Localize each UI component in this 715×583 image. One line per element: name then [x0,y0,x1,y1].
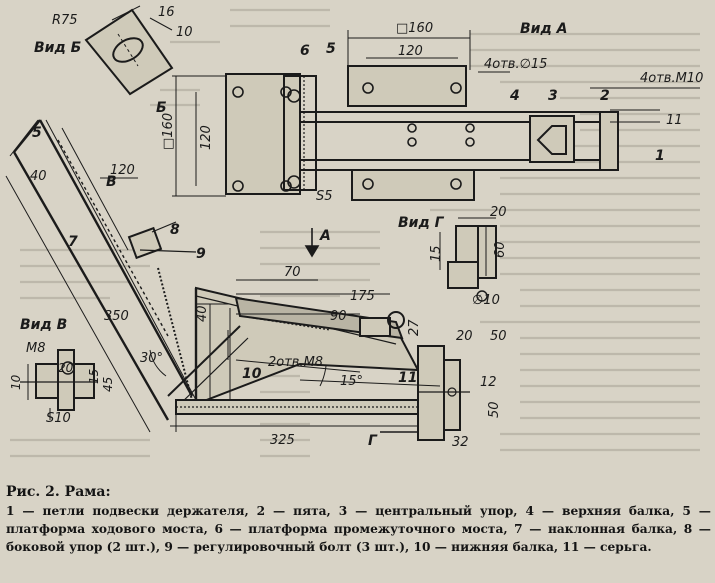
callout-10: 10 [242,366,262,382]
marker-v: В [106,174,117,190]
callout-9: 9 [196,246,206,262]
dim-32: 32 [452,435,469,450]
dim-holes15: 4отв.∅15 [484,57,547,72]
dim-20-g: 20 [490,205,507,220]
figure-legend: 1 — петли подвески держателя, 2 — пята, … [6,504,711,554]
view-b-label: Вид Б [34,40,81,56]
earring-bracket [417,345,470,441]
view-g-detail [439,217,497,302]
marker-a: А [319,228,331,244]
dim-sq160-top: □160 [396,21,433,36]
dim-175: 175 [350,289,375,304]
dim-40-mid: 40 [195,305,210,322]
callout-3: 3 [548,88,558,104]
inclined-beam [5,119,197,433]
dim-12: 12 [480,375,497,390]
dim-r75: R75 [52,13,78,28]
marker-g: Г [368,433,378,449]
dim-30deg: 30° [140,351,163,366]
dim-10-b: 10 [176,25,193,40]
dim-11: 11 [666,113,683,128]
dim-27: 27 [407,319,422,336]
view-v-label: Вид В [20,317,67,333]
dim-50-g2: 50 [487,401,502,418]
labels: Вид Б Вид А Вид Г Вид В А Б В Г 1 2 3 4 … [9,5,703,450]
dim-325: 325 [270,433,295,448]
callout-11: 11 [398,370,417,386]
callout-7: 7 [68,234,78,250]
dim-120-side: 120 [199,125,214,150]
view-v-detail [20,349,98,420]
top-view-a [225,65,619,201]
callout-1: 1 [655,148,665,164]
view-g-label: Вид Г [398,215,445,231]
callout-2: 2 [600,88,610,104]
arrow-a [304,228,320,258]
dim-phi10: ∅10 [472,293,500,308]
dim-m8: М8 [26,341,46,356]
dim-70: 70 [284,265,301,280]
dim-45-v: 45 [101,377,115,392]
figure-caption: Рис. 2. Рама: 1 — петли подвески держате… [6,484,711,556]
dim-16: 16 [158,5,175,20]
dims-view-a [172,30,700,197]
dim-90: 90 [330,309,347,324]
dims-center [149,279,441,387]
marker-b: Б [156,100,167,116]
dim-10-v: 10 [9,374,23,390]
frame-drawing: Вид Б Вид А Вид Г Вид В А Б В Г 1 2 3 4 … [5,5,703,458]
callout-8: 8 [170,222,180,238]
dim-15-v: 15 [87,369,101,384]
figure-title: Рис. 2. Рама: [6,484,111,500]
dim-60-g: 60 [493,241,508,258]
view-a-label: Вид А [520,21,568,37]
dim-120-top: 120 [398,44,423,59]
callout-5: 5 [326,41,336,57]
dim-20-v: 20 [58,361,74,375]
hinge-plate-view-b [84,5,174,96]
dim-s5: S5 [316,189,333,204]
side-stop [127,221,197,260]
dim-120-incl: 120 [110,163,135,178]
wedge-structure [157,267,420,409]
dim-holesM8: 2отв.М8 [268,355,323,370]
dim-15deg: 15° [340,374,363,389]
callout-5b: 5 [32,125,42,141]
dim-15-g: 15 [429,245,444,262]
dim-holesM10: 4отв.М10 [640,71,703,86]
lower-beam [170,399,440,433]
callout-6: 6 [300,43,310,59]
holes-view-a [232,82,475,192]
dim-40-left: 40 [30,169,47,184]
dim-350: 350 [104,309,129,324]
dim-20-low: 20 [456,329,473,344]
dim-sq160-side: □160 [161,113,176,150]
callout-4: 4 [509,88,520,104]
dim-s10: S10 [46,411,71,426]
dim-50-low: 50 [490,329,507,344]
